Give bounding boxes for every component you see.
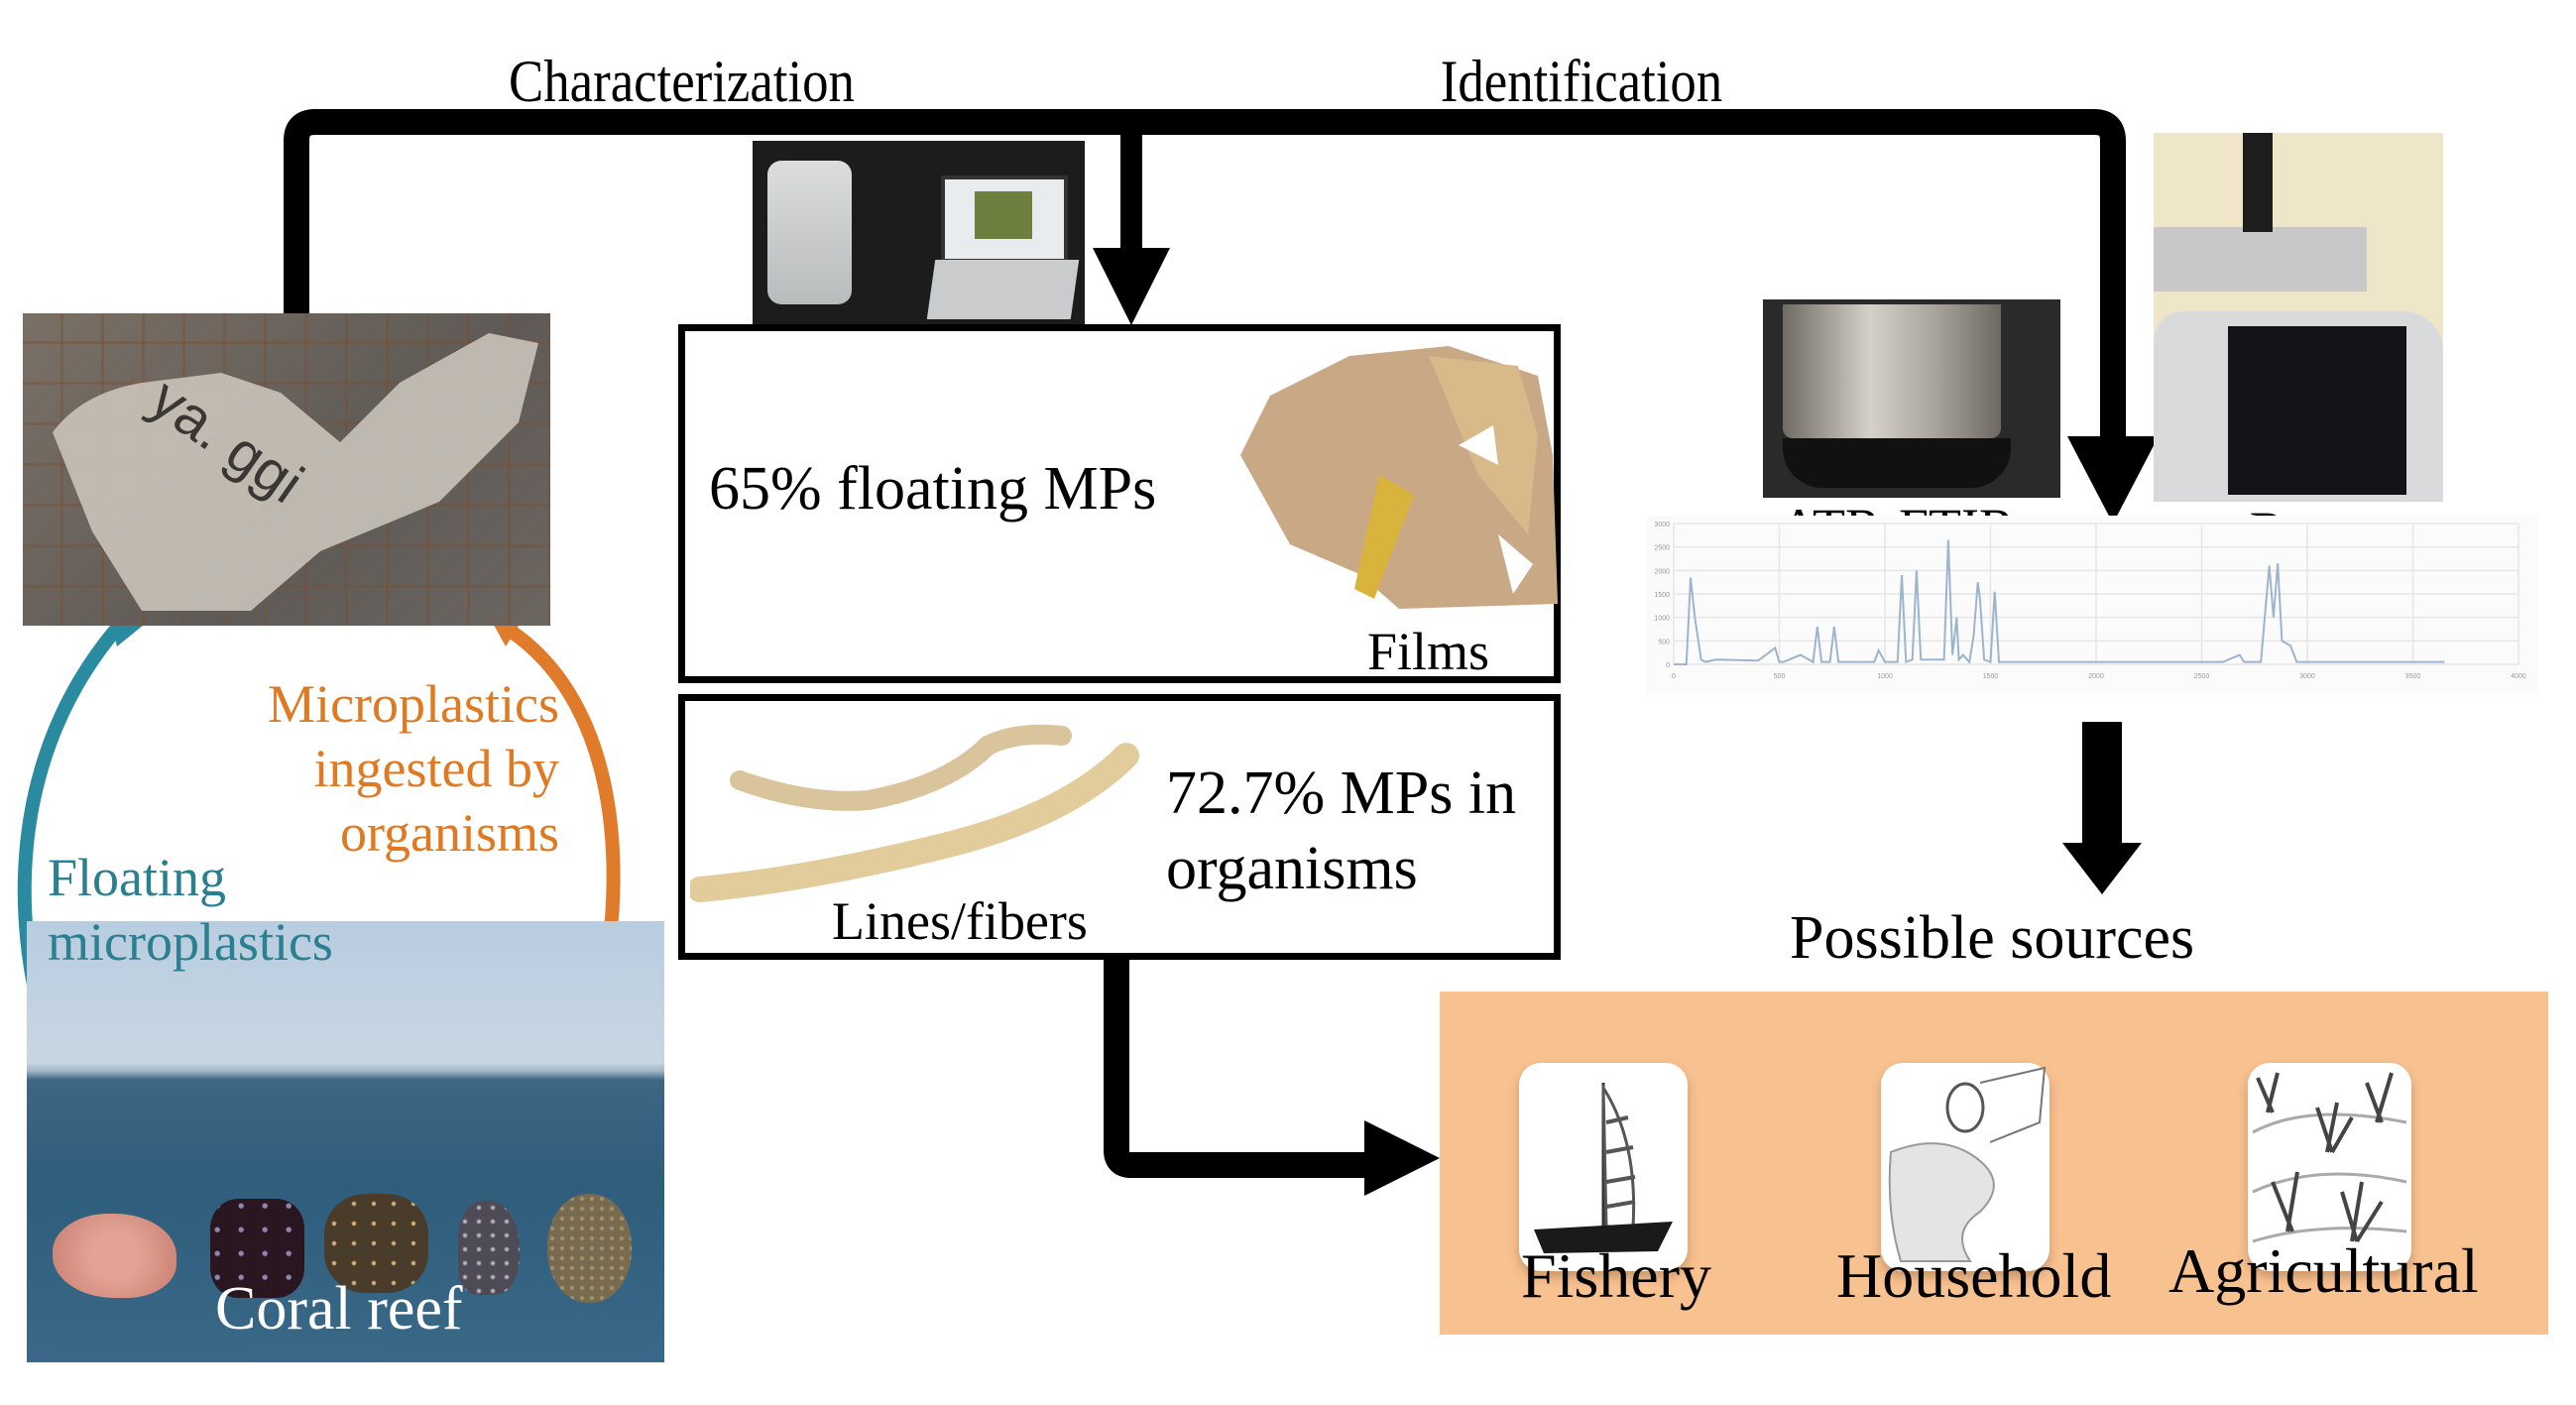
films-sample-image xyxy=(1240,346,1558,609)
coral-2 xyxy=(210,1199,304,1298)
coral-reef-photo: Coral reef xyxy=(27,921,664,1362)
floating-mps-percentage: 65% floating MPs xyxy=(709,455,1157,523)
source-label-agricultural: Agricultural xyxy=(2168,1235,2479,1306)
coral-5 xyxy=(547,1194,632,1303)
organism-mps-percentage-line2: organisms xyxy=(1166,835,1418,902)
arrow-to-films-box-icon xyxy=(1093,248,1170,325)
coral-1 xyxy=(53,1214,176,1298)
y-tick-label: 1000 xyxy=(1654,616,1670,623)
x-tick-label: 1000 xyxy=(1877,673,1893,680)
laptop-screen xyxy=(941,176,1068,263)
atr-ftir-instrument-photo xyxy=(1763,299,2060,498)
x-tick-label: 2000 xyxy=(2088,673,2104,680)
fibers-sample-image xyxy=(690,724,1139,902)
floating-label-line1: Floating xyxy=(48,848,227,907)
source-label-fishery: Fishery xyxy=(1521,1240,1711,1311)
top-connector-line xyxy=(284,109,2126,441)
arrow-down-to-sources-icon xyxy=(2062,843,2142,894)
y-tick-label: 0 xyxy=(1666,662,1670,669)
y-tick-label: 2000 xyxy=(1654,568,1670,575)
coral-reef-label: Coral reef xyxy=(215,1275,463,1343)
source-item-household xyxy=(1881,1063,2049,1271)
plastic-film-fragment xyxy=(53,333,538,611)
fibers-to-sources-connector xyxy=(1104,957,1368,1178)
spectrum-series-line xyxy=(1674,539,2445,665)
x-tick-label: 500 xyxy=(1774,673,1786,680)
microplastic-sample-photo: ya. ggi xyxy=(23,313,550,626)
y-tick-label: 3000 xyxy=(1654,522,1670,528)
arrow-to-spectrum-icon xyxy=(2067,436,2159,524)
atr-ftir-base xyxy=(1783,438,2011,488)
x-tick-label: 4000 xyxy=(2511,673,2526,680)
stereo-microscope-photo xyxy=(753,141,1085,324)
ingested-label-line2: ingested by xyxy=(313,739,559,798)
characterization-label: Characterization xyxy=(509,49,855,114)
spectrum-to-sources-shaft xyxy=(2082,722,2122,846)
coral-4 xyxy=(458,1201,520,1295)
y-tick-label: 2500 xyxy=(1654,545,1670,552)
raman-arm xyxy=(2154,227,2367,292)
source-item-fishery xyxy=(1519,1063,1688,1271)
laptop-keyboard xyxy=(926,260,1080,319)
sailboat-icon xyxy=(1534,1082,1673,1253)
raman-chamber xyxy=(2228,326,2406,495)
films-shape-label: Films xyxy=(1367,622,1490,681)
spectrum-chart: 0 500 1000 1500 2000 2500 3000 0 500 1000 1500 2000… xyxy=(1646,516,2538,694)
raman-camera xyxy=(2243,133,2273,232)
identification-label: Identification xyxy=(1440,49,1723,114)
fibers-shape-label: Lines/fibers xyxy=(832,891,1088,951)
x-tick-label: 3000 xyxy=(2299,673,2315,680)
atr-ftir-cylinder xyxy=(1783,304,2001,438)
floating-label-line2: microplastics xyxy=(48,912,333,972)
x-tick-label: 1500 xyxy=(1983,673,1999,680)
source-label-household: Household xyxy=(1836,1240,2112,1311)
possible-sources-heading: Possible sources xyxy=(1790,904,2195,972)
y-tick-label: 500 xyxy=(1658,639,1670,645)
fibers-result-box: Lines/fibers 72.7% MPs in organisms xyxy=(678,694,1561,960)
x-tick-label: 0 xyxy=(1672,673,1676,680)
ingested-label-line1: Microplastics xyxy=(268,674,559,734)
arrow-to-sources-icon xyxy=(1364,1120,1440,1196)
microscope-body xyxy=(767,161,852,304)
x-tick-label: 2500 xyxy=(2194,673,2210,680)
sources-panel: Fishery Household Agricultural xyxy=(1440,992,2548,1335)
y-tick-label: 1500 xyxy=(1654,592,1670,599)
x-tick-label: 3500 xyxy=(2405,673,2421,680)
films-result-box: 65% floating MPs Films xyxy=(678,324,1561,683)
crop-field-icon xyxy=(2252,1072,2407,1243)
micro-raman-instrument-photo xyxy=(2154,133,2443,502)
ingested-label-line3: organisms xyxy=(339,803,559,863)
coral-3 xyxy=(324,1194,428,1293)
organism-mps-percentage-line1: 72.7% MPs in xyxy=(1166,760,1517,827)
household-waste-icon xyxy=(1888,1066,2047,1262)
source-item-agricultural xyxy=(2248,1063,2411,1271)
